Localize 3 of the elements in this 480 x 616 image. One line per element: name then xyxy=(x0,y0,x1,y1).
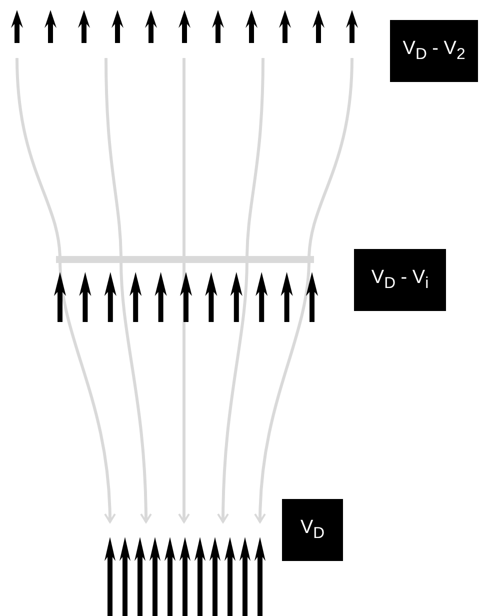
velocity-label: V$_{D}$ - V$_{2}$ xyxy=(402,38,466,64)
velocity-label: V$_{D}$ - V$_{i}$ xyxy=(371,267,429,293)
velocity-label: V$_{D}$ xyxy=(300,517,325,543)
